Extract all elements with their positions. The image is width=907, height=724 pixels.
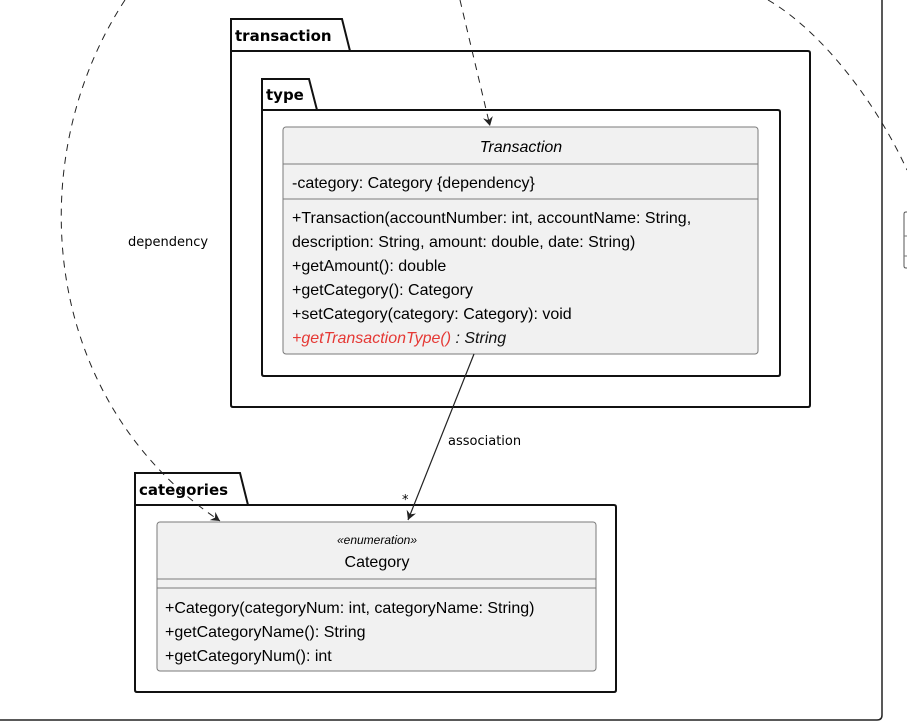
association-edge bbox=[406, 353, 475, 521]
dependency-edge-top bbox=[459, 0, 493, 127]
dependency-edge-right bbox=[767, 0, 907, 171]
association-multiplicity: * bbox=[402, 493, 409, 508]
package-type-label: type bbox=[266, 86, 304, 104]
class-transaction-name: Transaction bbox=[480, 139, 563, 156]
class-transaction-method: +getAmount(): double bbox=[292, 258, 446, 275]
abstract-method-name: +getTransactionType() bbox=[292, 330, 451, 347]
dependency-label: dependency bbox=[128, 235, 208, 250]
class-transaction-method: +getCategory(): Category bbox=[292, 282, 473, 299]
dependency-edge-left bbox=[60, 0, 221, 522]
abstract-method-return: : String bbox=[451, 330, 506, 347]
class-transaction-method: description: String, amount: double, dat… bbox=[292, 234, 635, 251]
enum-category-stereotype: «enumeration» bbox=[337, 533, 417, 547]
class-transaction: Transaction -category: Category {depende… bbox=[282, 126, 759, 355]
class-transaction-abstract-method: +getTransactionType() : String bbox=[292, 330, 506, 347]
class-transaction-field: -category: Category {dependency} bbox=[292, 175, 535, 192]
package-categories-label: categories bbox=[139, 481, 228, 499]
enum-category: «enumeration» Category +Category(categor… bbox=[156, 521, 597, 672]
class-transaction-method: +Transaction(accountNumber: int, account… bbox=[292, 210, 691, 227]
association-label: association bbox=[448, 434, 521, 449]
enum-category-name: Category bbox=[345, 554, 410, 571]
outer-frame bbox=[0, 0, 883, 721]
offscreen-element-stub bbox=[903, 211, 907, 269]
class-transaction-method: +setCategory(category: Category): void bbox=[292, 306, 572, 323]
enum-category-method: +getCategoryNum(): int bbox=[165, 648, 332, 665]
enum-category-method: +getCategoryName(): String bbox=[165, 624, 366, 641]
enum-category-method: +Category(categoryNum: int, categoryName… bbox=[165, 600, 534, 617]
package-transaction-label: transaction bbox=[235, 27, 332, 45]
